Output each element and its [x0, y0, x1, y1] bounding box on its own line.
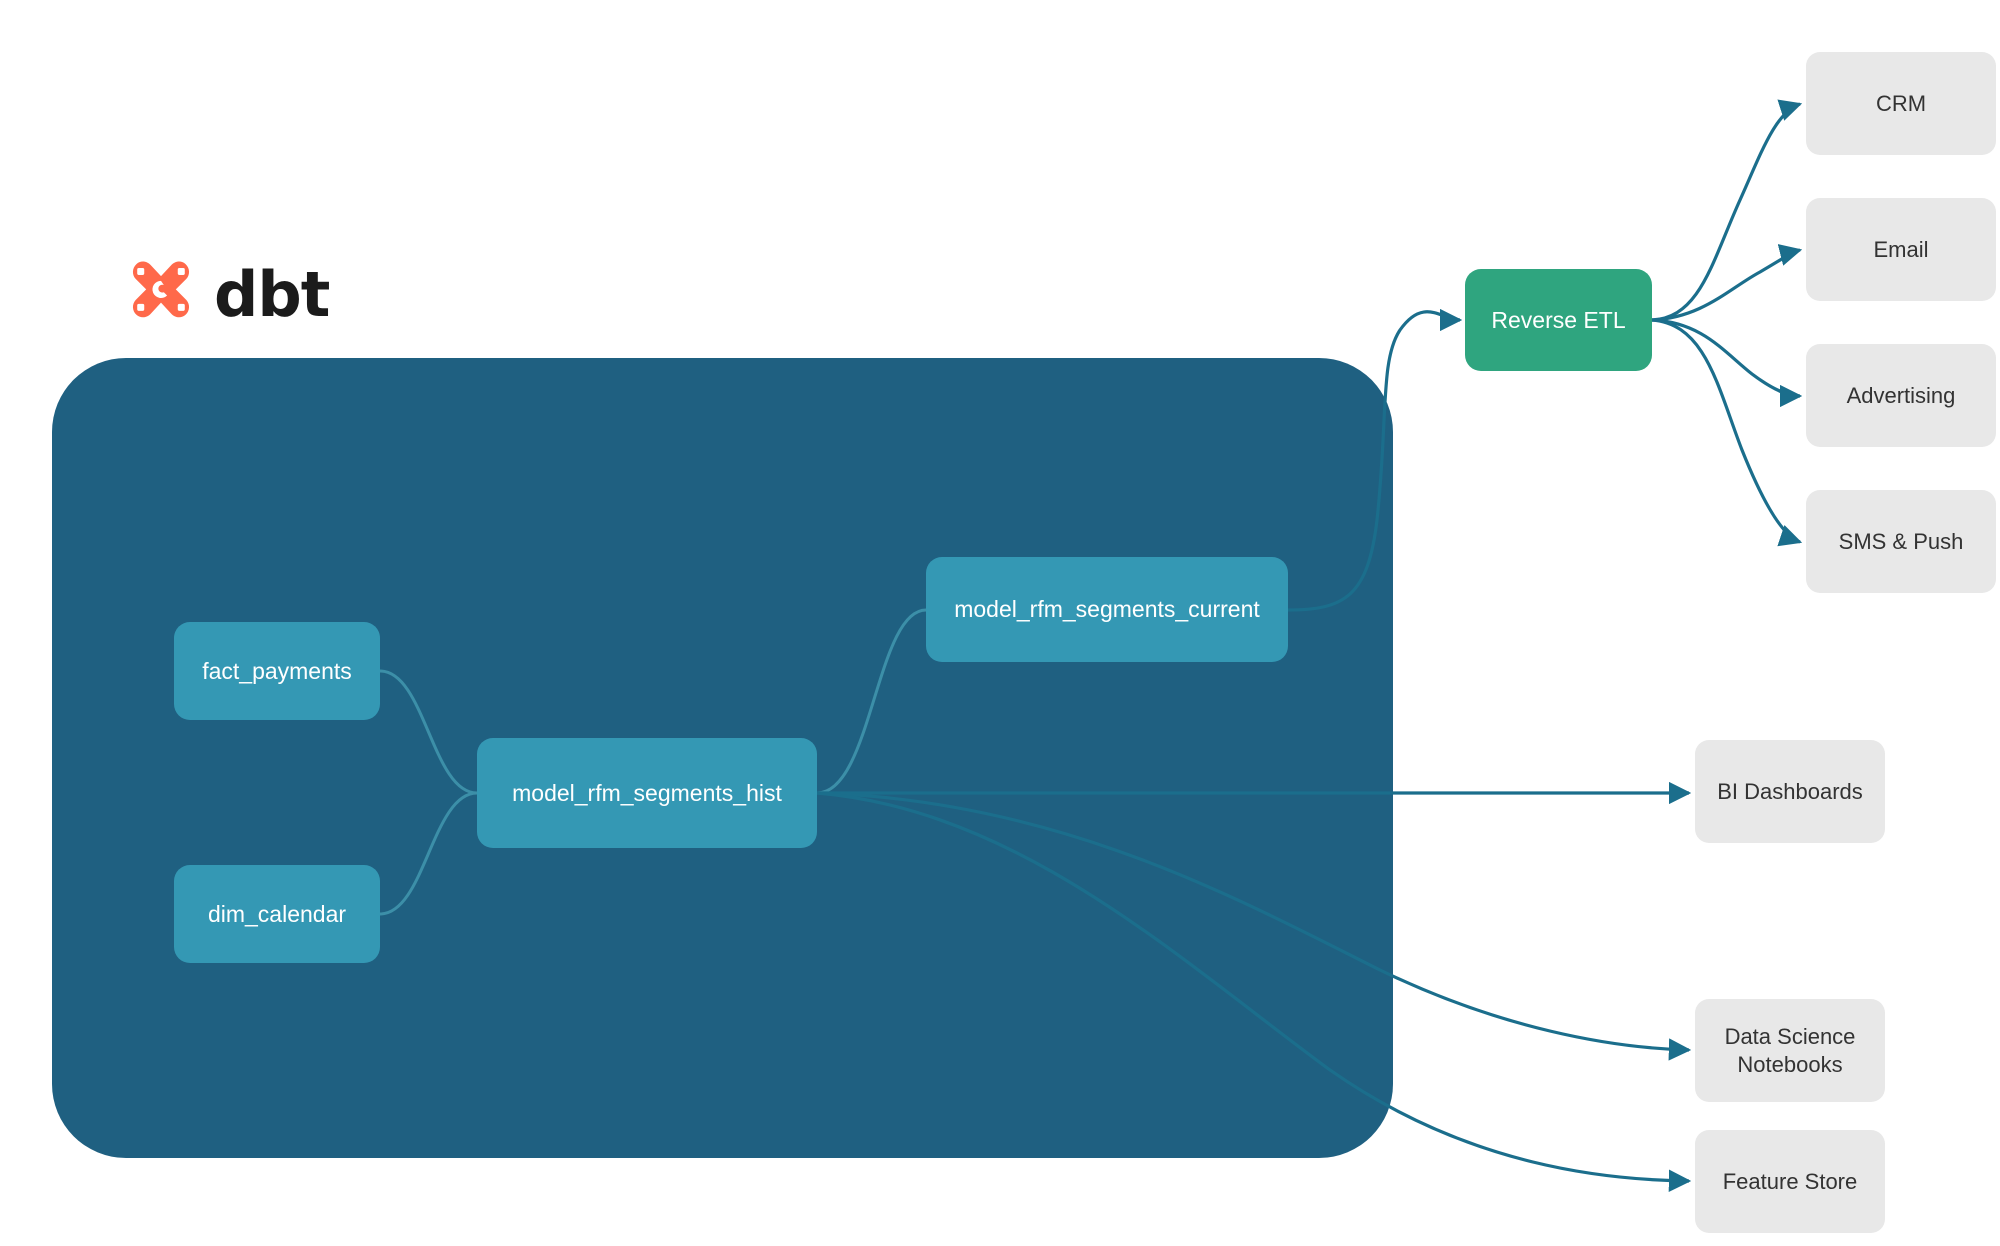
- destination-node-advertising[interactable]: Advertising: [1806, 344, 1996, 447]
- edge-reverse-etl-to-advertising: [1651, 318, 1803, 408]
- destination-node-crm[interactable]: CRM: [1806, 52, 1996, 155]
- consumer-node-bi-dashboards[interactable]: BI Dashboards: [1695, 740, 1885, 843]
- dbt-wordmark: dbt: [214, 258, 330, 331]
- model-node-rfm-segments-hist[interactable]: model_rfm_segments_hist: [477, 738, 817, 848]
- model-node-fact-payments[interactable]: fact_payments: [174, 622, 380, 720]
- edge-reverse-etl-to-crm: [1651, 99, 1803, 322]
- destination-node-email[interactable]: Email: [1806, 198, 1996, 301]
- reverse-etl-node[interactable]: Reverse ETL: [1465, 269, 1652, 371]
- model-node-dim-calendar[interactable]: dim_calendar: [174, 865, 380, 963]
- consumer-node-label-line2: Notebooks: [1737, 1051, 1843, 1077]
- consumer-node-label-line1: Data Science: [1724, 1024, 1856, 1049]
- edge-reverse-etl-to-email: [1651, 244, 1803, 322]
- destination-node-sms-push[interactable]: SMS & Push: [1806, 490, 1996, 593]
- dbt-logo: dbt: [122, 258, 342, 338]
- consumer-node-data-science-notebooks[interactable]: Data Science Notebooks: [1695, 999, 1885, 1102]
- consumer-node-feature-store[interactable]: Feature Store: [1695, 1130, 1885, 1233]
- model-node-rfm-segments-current[interactable]: model_rfm_segments_current: [926, 557, 1288, 662]
- dbt-logo-icon: [132, 261, 190, 318]
- edge-reverse-etl-to-sms-push: [1651, 318, 1803, 547]
